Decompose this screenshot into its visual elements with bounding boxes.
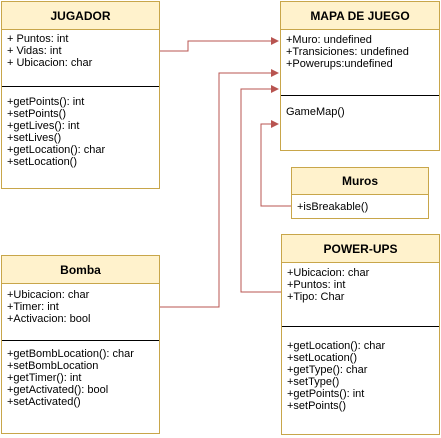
method: +getPoints(): int bbox=[287, 388, 365, 400]
attribute: + Ubicacion: char bbox=[7, 57, 93, 69]
class-power-ups[interactable]: POWER-UPS +Ubicacion: char +Puntos: int … bbox=[281, 234, 440, 435]
attribute: +Tipo: Char bbox=[287, 291, 345, 303]
attribute: +Ubicacion: char bbox=[7, 289, 90, 301]
attribute: + Vidas: int bbox=[7, 45, 62, 57]
method: +getLives(): int bbox=[7, 120, 80, 132]
class-powerups-attributes: +Ubicacion: char +Puntos: int +Tipo: Cha… bbox=[282, 267, 439, 303]
method: +getPoints(): int bbox=[7, 96, 85, 108]
class-bomba[interactable]: Bomba +Ubicacion: char +Timer: int +Acti… bbox=[1, 255, 160, 434]
method: +setLocation() bbox=[7, 156, 78, 168]
class-jugador-title: JUGADOR bbox=[2, 2, 159, 30]
method: +setPoints() bbox=[7, 108, 66, 120]
method: +setPoints() bbox=[287, 400, 346, 412]
attribute: +Activacion: bool bbox=[7, 313, 91, 325]
method: +getActivated(): bool bbox=[7, 384, 109, 396]
method: +getBombLocation(): char bbox=[7, 348, 134, 360]
method: +setType() bbox=[287, 376, 340, 388]
class-muros[interactable]: Muros +isBreakable() bbox=[291, 167, 429, 219]
class-powerups-divider bbox=[282, 326, 439, 327]
method: +getLocation(): char bbox=[287, 340, 386, 352]
class-mapa-de-juego[interactable]: MAPA DE JUEGO +Muro: undefined +Transici… bbox=[280, 1, 440, 151]
method: +setLives() bbox=[7, 132, 62, 144]
attribute: +Ubicacion: char bbox=[287, 267, 370, 279]
attribute: +Powerups:undefined bbox=[286, 58, 393, 70]
attribute: +Muro: undefined bbox=[286, 34, 372, 46]
method: +getLocation(): char bbox=[7, 144, 106, 156]
method: +getType(): char bbox=[287, 364, 368, 376]
class-jugador-divider bbox=[2, 86, 159, 87]
connector-bomba-to-mapa bbox=[160, 69, 279, 308]
class-bomba-divider bbox=[2, 340, 159, 341]
attribute: +Transiciones: undefined bbox=[286, 46, 409, 58]
class-mapa-attributes: +Muro: undefined +Transiciones: undefine… bbox=[281, 34, 439, 70]
class-bomba-attributes: +Ubicacion: char +Timer: int +Activacion… bbox=[2, 289, 159, 325]
class-powerups-title: POWER-UPS bbox=[282, 235, 439, 263]
method: GameMap() bbox=[286, 106, 345, 118]
class-bomba-methods: +getBombLocation(): char +setBombLocatio… bbox=[2, 348, 159, 408]
attribute: +isBreakable() bbox=[297, 201, 369, 213]
class-mapa-divider bbox=[281, 95, 439, 96]
method: +setLocation() bbox=[287, 352, 358, 364]
connector-jugador-to-mapa bbox=[160, 37, 279, 52]
attribute: +Puntos: int bbox=[287, 279, 346, 291]
attribute: + Puntos: int bbox=[7, 33, 69, 45]
connector-muros-to-mapa bbox=[260, 120, 291, 207]
method: +setActivated() bbox=[7, 396, 81, 408]
class-jugador-attributes: + Puntos: int + Vidas: int + Ubicacion: … bbox=[2, 33, 159, 69]
connector-powerups-to-mapa bbox=[240, 85, 281, 293]
class-bomba-title: Bomba bbox=[2, 256, 159, 284]
class-jugador-methods: +getPoints(): int +setPoints() +getLives… bbox=[2, 96, 159, 168]
class-jugador[interactable]: JUGADOR + Puntos: int + Vidas: int + Ubi… bbox=[1, 1, 160, 189]
class-mapa-title: MAPA DE JUEGO bbox=[281, 2, 439, 30]
class-mapa-methods: GameMap() bbox=[281, 106, 439, 118]
class-muros-attributes: +isBreakable() bbox=[292, 201, 428, 213]
class-powerups-methods: +getLocation(): char +setLocation() +get… bbox=[282, 340, 439, 412]
method: +setBombLocation bbox=[7, 360, 99, 372]
class-muros-title: Muros bbox=[292, 168, 428, 195]
attribute: +Timer: int bbox=[7, 301, 59, 313]
method: +getTimer(): int bbox=[7, 372, 82, 384]
